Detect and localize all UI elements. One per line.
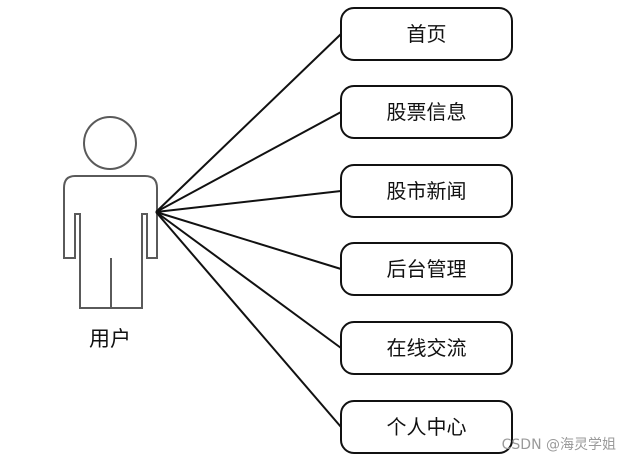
association-line-stock-info	[155, 111, 342, 213]
association-line-admin	[155, 211, 342, 270]
association-line-stock-news	[155, 190, 342, 213]
use-case-label: 首页	[407, 22, 447, 46]
use-case-label: 个人中心	[387, 415, 467, 439]
use-case-label: 在线交流	[387, 336, 467, 360]
use-case-profile: 个人中心	[340, 400, 513, 454]
use-case-chat: 在线交流	[340, 321, 513, 375]
use-case-box	[340, 164, 513, 218]
use-case-admin: 后台管理	[340, 242, 513, 296]
actor-head	[83, 116, 137, 170]
use-case-box	[340, 7, 513, 61]
association-line-home	[155, 33, 342, 213]
use-case-label: 股市新闻	[387, 179, 467, 203]
use-case-stock-info: 股票信息	[340, 85, 513, 139]
use-case-label: 股票信息	[387, 100, 467, 124]
use-case-stock-news: 股市新闻	[340, 164, 513, 218]
use-case-box	[340, 242, 513, 296]
actor-label: 用户	[89, 327, 131, 351]
use-case-home: 首页	[340, 7, 513, 61]
watermark: CSDN @海灵学姐	[501, 437, 616, 453]
association-line-chat	[155, 211, 342, 349]
association-lines	[155, 33, 342, 428]
use-case-box	[340, 400, 513, 454]
use-case-label: 后台管理	[387, 257, 467, 281]
use-case-box	[340, 85, 513, 139]
association-line-profile	[155, 211, 342, 428]
actor-body	[63, 175, 158, 309]
actor-figure	[63, 116, 158, 309]
use-case-box	[340, 321, 513, 375]
